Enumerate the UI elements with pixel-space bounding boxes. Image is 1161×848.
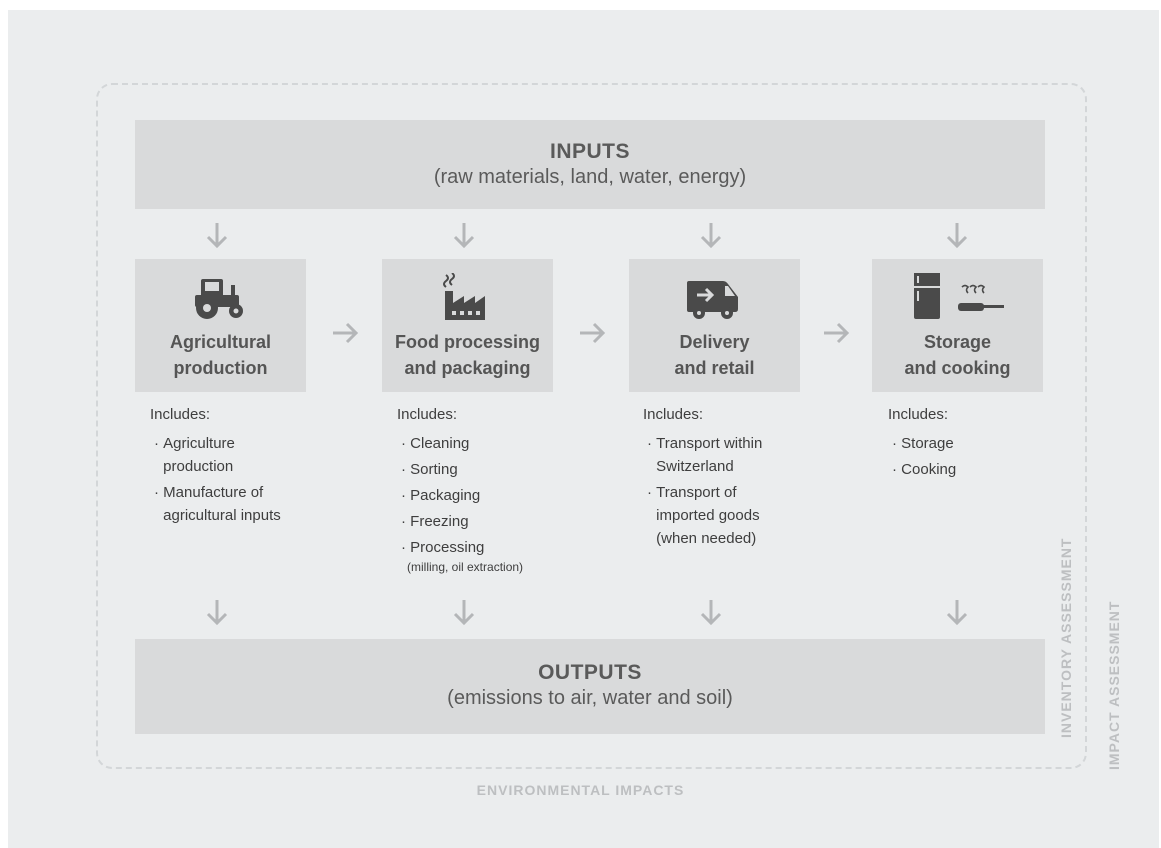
inputs-box: INPUTS (raw materials, land, water, ener… — [135, 120, 1045, 209]
stage-delivery-retail: Delivery and retail — [629, 259, 800, 392]
arrow-right-icon — [580, 322, 606, 344]
arrow-right-icon — [333, 322, 359, 344]
includes-label: Includes: — [888, 406, 949, 423]
list-item-note: (milling, oil extraction) — [407, 560, 524, 574]
stage-label: Agricultural production — [169, 332, 271, 378]
tractor-icon — [195, 279, 243, 319]
arrow-down-icon — [700, 223, 722, 249]
arrow-down-icon — [700, 600, 722, 626]
list-item: · Manufacture of agricultural inputs — [154, 484, 281, 524]
impact-assessment-label: IMPACT ASSESSMENT — [1106, 600, 1122, 770]
stage-label: Delivery and retail — [674, 332, 755, 378]
list-item: · Transport of imported goods (when need… — [647, 484, 760, 547]
arrow-down-icon — [206, 223, 228, 249]
environmental-impacts-boundary — [96, 83, 1087, 769]
arrow-down-icon — [206, 600, 228, 626]
factory-icon — [443, 273, 485, 320]
outputs-subtitle: (emissions to air, water and soil) — [447, 687, 733, 709]
list-item: · Freezing — [401, 513, 469, 530]
environmental-impacts-label: ENVIRONMENTAL IMPACTS — [476, 782, 685, 798]
list-item: · Cleaning — [401, 435, 470, 452]
arrow-down-icon — [946, 600, 968, 626]
list-item: · Agriculture production — [154, 435, 235, 475]
stage-agricultural-production: Agricultural production — [135, 259, 306, 392]
arrow-down-icon — [453, 223, 475, 249]
inventory-assessment-label: INVENTORY ASSESSMENT — [1058, 537, 1074, 738]
stage-label: Storage and cooking — [904, 332, 1011, 378]
outputs-box: OUTPUTS (emissions to air, water and soi… — [135, 639, 1045, 734]
stage-details-storage: Includes: · Storage · Cooking — [888, 403, 1038, 484]
outputs-title: OUTPUTS — [538, 661, 642, 684]
list-item: · Packaging — [401, 487, 481, 504]
stage-label: Food processing and packaging — [394, 332, 540, 378]
arrow-down-icon — [453, 600, 475, 626]
fridge-and-pan-icon — [914, 273, 1004, 319]
inputs-title: INPUTS — [549, 140, 630, 163]
stage-food-processing: Food processing and packaging — [382, 259, 553, 392]
arrow-down-icon — [946, 223, 968, 249]
delivery-van-icon — [687, 281, 738, 319]
list-item: · Sorting — [401, 461, 458, 478]
list-item: · Cooking — [892, 461, 957, 478]
stage-details-food-processing: Includes: · Cleaning · Sorting · Packagi… — [397, 403, 567, 578]
list-item: · Processing (milling, oil extraction) — [401, 536, 567, 575]
includes-label: Includes: — [643, 406, 704, 423]
stage-details-agricultural: Includes: · Agriculture production · Man… — [150, 403, 320, 530]
inputs-subtitle: (raw materials, land, water, energy) — [433, 166, 747, 188]
list-item: · Transport within Switzerland — [647, 435, 763, 475]
arrow-right-icon — [824, 322, 850, 344]
stage-storage-cooking: Storage and cooking — [872, 259, 1043, 392]
stage-details-delivery: Includes: · Transport within Switzerland… — [643, 403, 823, 553]
includes-label: Includes: — [397, 406, 458, 423]
list-item: · Storage — [892, 435, 954, 452]
includes-label: Includes: — [150, 406, 211, 423]
